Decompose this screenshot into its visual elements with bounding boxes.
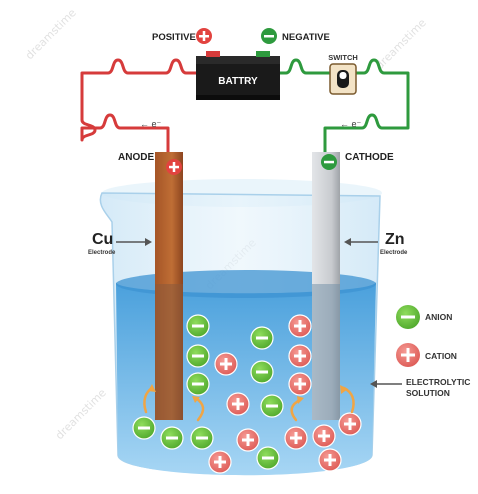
anion-ion xyxy=(260,394,284,418)
anion-ion xyxy=(250,360,274,384)
copper-electrode xyxy=(155,152,183,420)
anion-ion xyxy=(186,314,210,338)
cation-ion xyxy=(214,352,238,376)
minus-icon xyxy=(321,154,337,170)
anion-ion xyxy=(190,426,214,450)
anion-ion xyxy=(186,344,210,368)
arrow-icon xyxy=(370,380,402,388)
cathode-label: CATHODE xyxy=(345,152,394,163)
anion-ion xyxy=(256,446,280,470)
ions xyxy=(132,314,362,474)
electron-left: ← e⁻ xyxy=(140,119,162,129)
electrolytic-label-2: SOLUTION xyxy=(406,388,450,398)
negative-label: NEGATIVE xyxy=(282,32,330,43)
positive-wire-lower xyxy=(82,113,170,152)
anion-label: ANION xyxy=(425,312,452,322)
anion-legend-icon xyxy=(396,305,420,329)
plus-icon xyxy=(196,28,212,44)
zn-label: Zn xyxy=(385,231,405,248)
anode-label: ANODE xyxy=(118,152,154,163)
anion-ion xyxy=(186,372,210,396)
arrow-icon xyxy=(116,238,152,246)
cation-ion xyxy=(338,412,362,436)
battery xyxy=(196,51,280,100)
cation-ion xyxy=(288,344,312,368)
arrow-icon xyxy=(344,238,378,246)
cation-label: CATION xyxy=(425,351,457,361)
svg-text:dreamstime: dreamstime xyxy=(373,16,429,72)
positive-label: POSITIVE xyxy=(152,32,196,43)
cation-ion xyxy=(236,428,260,452)
switch-label: SWITCH xyxy=(328,53,358,62)
cu-label: Cu xyxy=(92,231,113,248)
cation-ion xyxy=(288,314,312,338)
anion-ion xyxy=(160,426,184,450)
switch-icon[interactable] xyxy=(329,63,357,95)
anion-ion xyxy=(250,326,274,350)
plus-icon xyxy=(166,159,182,175)
cation-ion xyxy=(288,372,312,396)
anion-ion xyxy=(132,416,156,440)
minus-icon xyxy=(261,28,277,44)
cation-ion xyxy=(312,424,336,448)
cation-ion xyxy=(318,448,342,472)
cation-ion xyxy=(226,392,250,416)
cation-ion xyxy=(284,426,308,450)
negative-wire xyxy=(276,58,330,75)
negative-wire-lower xyxy=(323,58,410,152)
electrolytic-label-1: ELECTROLYTIC xyxy=(406,377,470,387)
zinc-electrode xyxy=(312,152,340,420)
cu-sub-label: Electrode xyxy=(88,250,116,256)
svg-text:dreamstime: dreamstime xyxy=(53,386,109,442)
electron-right: ← e⁻ xyxy=(340,119,362,129)
svg-text:dreamstime: dreamstime xyxy=(23,6,79,62)
zn-sub-label: Electrode xyxy=(380,250,408,256)
cation-ion xyxy=(208,450,232,474)
arrow-icon xyxy=(148,384,348,404)
battery-label: BATTRY xyxy=(218,76,258,87)
cation-legend-icon xyxy=(396,343,420,367)
